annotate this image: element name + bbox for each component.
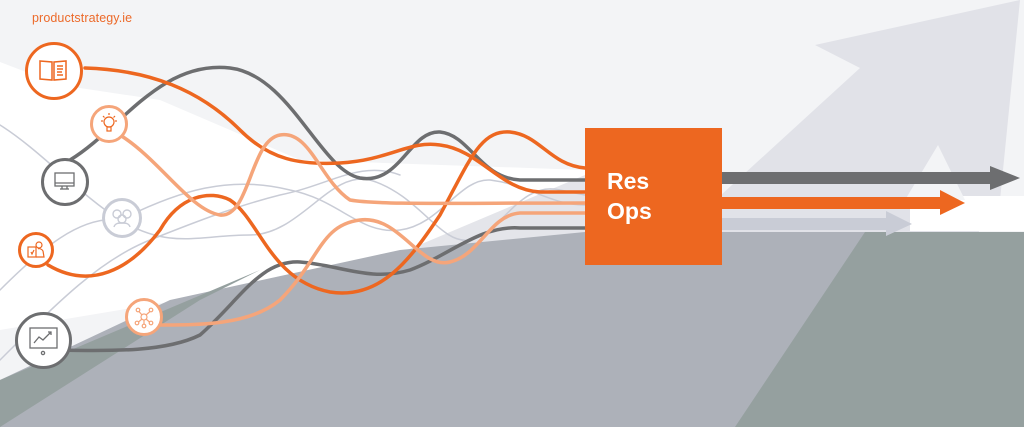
hub-label-line2: Ops [607, 198, 652, 224]
hub-label-line1: Res [607, 168, 650, 194]
lightbulb-node [90, 105, 128, 143]
monitor-icon [54, 172, 75, 190]
output-arrow-dark [722, 172, 990, 184]
book-node [25, 42, 83, 100]
resops-hub-box: Res Ops [585, 128, 722, 265]
users-node [102, 198, 142, 238]
clipboard-person-icon [27, 241, 45, 258]
hub-label: Res Ops [607, 166, 652, 226]
users-icon [112, 209, 132, 228]
output-arrow-light [722, 218, 886, 230]
chart-presentation-icon [29, 327, 58, 356]
chart-presentation-node [15, 312, 72, 369]
book-icon [39, 60, 67, 81]
output-arrows [722, 166, 1020, 236]
network-icon [134, 307, 154, 329]
lightbulb-icon [101, 113, 117, 132]
monitor-node [41, 158, 89, 206]
clipboard-person-node [18, 232, 54, 268]
output-arrow-orange [722, 197, 940, 209]
network-node [125, 298, 163, 336]
brand-link[interactable]: productstrategy.ie [32, 11, 133, 25]
